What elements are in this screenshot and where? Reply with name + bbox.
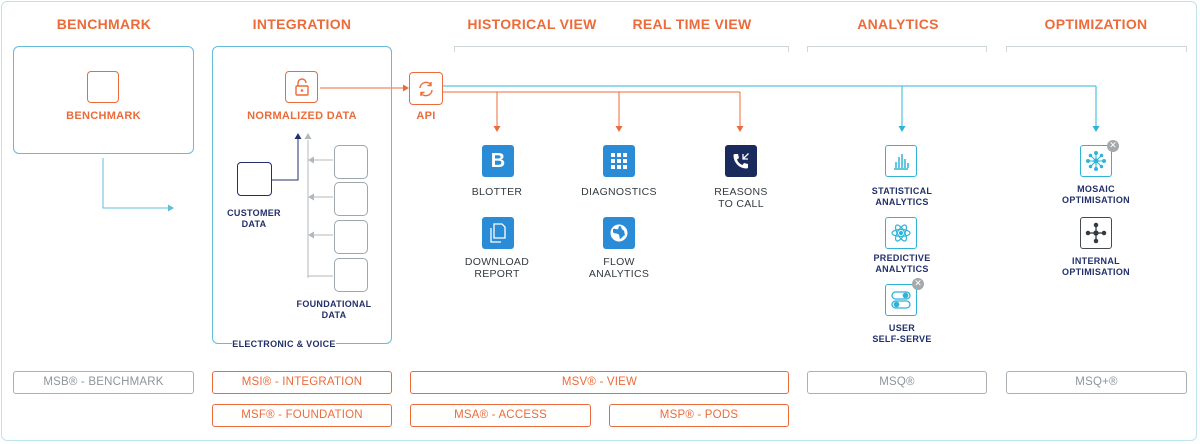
network-icon bbox=[1080, 145, 1112, 177]
user-self-serve-label: USER SELF-SERVE bbox=[872, 323, 932, 344]
predictive-analytics-label: PREDICTIVE ANALYTICS bbox=[873, 253, 931, 274]
letter-b-icon: B bbox=[482, 145, 514, 177]
benchmark-arrowhead bbox=[168, 204, 174, 212]
drop-blotter-arrowhead bbox=[493, 126, 501, 132]
blotter-label: BLOTTER bbox=[471, 186, 523, 198]
product-msi[interactable]: MSI® - INTEGRATION bbox=[212, 371, 392, 394]
product-msv[interactable]: MSV® - VIEW bbox=[410, 371, 789, 394]
foundational-box-3 bbox=[334, 220, 368, 254]
close-icon[interactable]: ✕ bbox=[912, 278, 924, 290]
mosaic-optimisation-label: MOSAIC OPTIMISATION bbox=[1062, 184, 1130, 205]
download-report-label: DOWNLOAD REPORT bbox=[464, 256, 530, 280]
foundational-box-1 bbox=[334, 145, 368, 179]
internal-optimisation-label: INTERNAL OPTIMISATION bbox=[1062, 256, 1130, 277]
foundational-spine-arrowhead bbox=[304, 133, 312, 139]
foundational-box-4 bbox=[334, 258, 368, 292]
foundational-data-label: FOUNDATIONAL DATA bbox=[296, 299, 372, 320]
product-msp[interactable]: MSP® - PODS bbox=[609, 404, 789, 427]
drop-analytics-arrowhead bbox=[898, 126, 906, 132]
drop-diagnostics-arrowhead bbox=[615, 126, 623, 132]
grid-icon bbox=[603, 145, 635, 177]
toggle-icon bbox=[885, 284, 917, 316]
normalized-data-label: NORMALIZED DATA bbox=[247, 110, 357, 122]
bar-chart-icon bbox=[885, 145, 917, 177]
header-historical-view: HISTORICAL VIEW bbox=[467, 16, 597, 32]
product-msb[interactable]: MSB® - BENCHMARK bbox=[13, 371, 194, 394]
benchmark-panel bbox=[13, 46, 194, 154]
atom-icon bbox=[885, 217, 917, 249]
product-msa[interactable]: MSA® - ACCESS bbox=[410, 404, 591, 427]
foundational-tick-3-arrowhead bbox=[308, 231, 314, 239]
close-icon[interactable]: ✕ bbox=[1107, 140, 1119, 152]
nodes-icon bbox=[1080, 217, 1112, 249]
product-msf[interactable]: MSF® - FOUNDATION bbox=[212, 404, 392, 427]
phone-callback-icon bbox=[725, 145, 757, 177]
unlock-icon bbox=[285, 71, 318, 103]
benchmark-label: BENCHMARK bbox=[66, 110, 141, 122]
product-msq-plus[interactable]: MSQ+® bbox=[1006, 371, 1187, 394]
header-optimization: OPTIMIZATION bbox=[1044, 16, 1148, 32]
document-copy-icon bbox=[482, 217, 514, 249]
flow-analytics-label: FLOW ANALYTICS bbox=[588, 256, 650, 280]
normalized-to-api-arrowhead bbox=[403, 84, 409, 92]
header-real-time-view: REAL TIME VIEW bbox=[632, 16, 752, 32]
statistical-analytics-label: STATISTICAL ANALYTICS bbox=[871, 186, 933, 207]
sync-icon bbox=[409, 72, 443, 105]
customer-data-label: CUSTOMER DATA bbox=[227, 208, 281, 229]
foundational-tick-2-arrowhead bbox=[308, 193, 314, 201]
customer-connector bbox=[272, 138, 299, 181]
api-label: API bbox=[416, 110, 436, 122]
customer-data-box bbox=[237, 162, 272, 196]
bracket-optimization bbox=[1006, 46, 1187, 52]
header-analytics: ANALYTICS bbox=[857, 16, 939, 32]
square-icon bbox=[87, 71, 119, 103]
globe-icon bbox=[603, 217, 635, 249]
header-integration: INTEGRATION bbox=[252, 16, 352, 32]
foundational-tick-1-arrowhead bbox=[308, 156, 314, 164]
foundational-box-2 bbox=[334, 182, 368, 216]
drop-optimization-arrowhead bbox=[1092, 126, 1100, 132]
customer-arrowhead bbox=[294, 133, 302, 139]
reasons-to-call-label: REASONS TO CALL bbox=[714, 186, 768, 210]
drop-reasons-arrowhead bbox=[736, 126, 744, 132]
electronic-voice-label: ELECTRONIC & VOICE bbox=[232, 339, 336, 350]
bracket-view bbox=[454, 46, 789, 52]
bracket-analytics bbox=[807, 46, 987, 52]
benchmark-connector bbox=[102, 158, 170, 209]
header-benchmark: BENCHMARK bbox=[56, 16, 152, 32]
diagnostics-label: DIAGNOSTICS bbox=[581, 186, 657, 198]
product-msq[interactable]: MSQ® bbox=[807, 371, 987, 394]
